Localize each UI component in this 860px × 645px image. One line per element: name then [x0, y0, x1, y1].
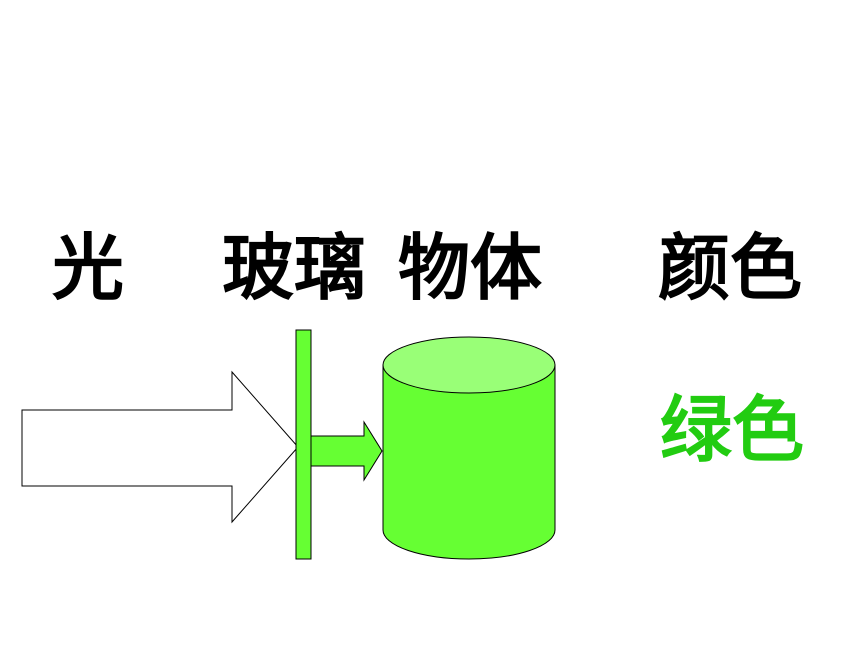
object-label: 物体 [398, 226, 543, 310]
object-cylinder-body [382, 364, 556, 560]
color-label: 颜色 [658, 226, 803, 310]
glass-label: 玻璃 [222, 226, 367, 310]
filtered-light-arrow [310, 420, 383, 482]
light-label: 光 [52, 226, 125, 310]
object-cylinder-top [382, 336, 556, 394]
glass-pane [295, 329, 312, 560]
incoming-light-arrow [21, 370, 299, 524]
result-color-text: 绿色 [660, 388, 805, 472]
